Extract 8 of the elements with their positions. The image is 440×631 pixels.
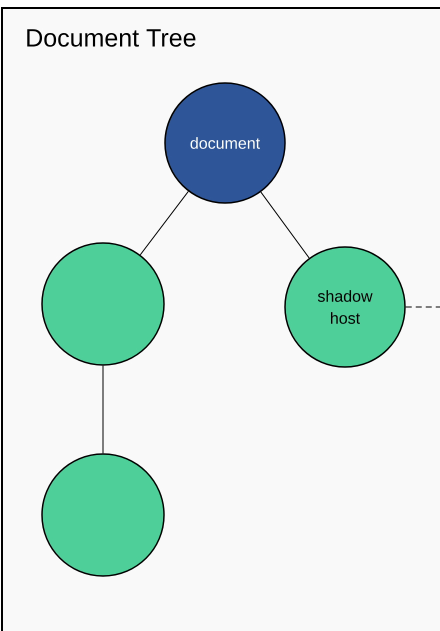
circle-node: shadow host xyxy=(284,246,406,368)
empty-circle xyxy=(41,453,165,577)
circle-node: document xyxy=(164,82,286,204)
connector-line xyxy=(260,192,310,258)
connector-line xyxy=(140,190,189,256)
connector-line xyxy=(102,365,104,454)
empty-circle xyxy=(41,242,165,366)
dashed-line xyxy=(405,306,440,308)
